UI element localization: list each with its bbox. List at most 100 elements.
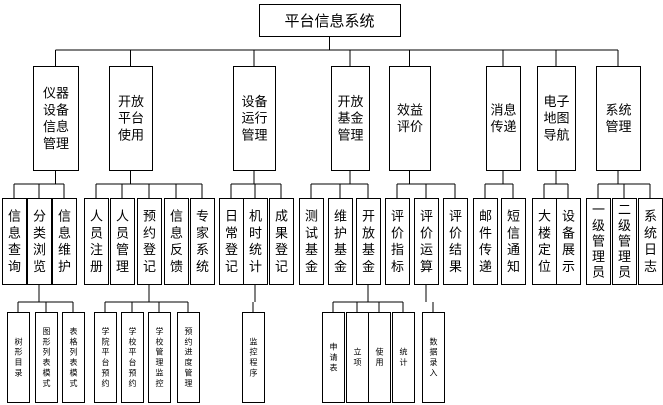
detail-label-char: 监 (156, 368, 164, 378)
subfunction-node: 预约登记 (137, 198, 162, 285)
subfunction-label: 评价指标 (391, 209, 404, 275)
subfunction-label-char: 息 (170, 225, 183, 241)
detail-label-char: 录 (430, 358, 438, 367)
subfunction-label-char: 基 (334, 243, 347, 258)
module-label: 系统管理 (605, 103, 631, 135)
detail-label-char: 管 (185, 368, 193, 378)
subfunction-label-char: 基 (305, 243, 318, 258)
subfunction-node-box (473, 198, 498, 285)
subfunction-label: 大楼定位 (538, 209, 551, 275)
subfunction-label-char: 预 (143, 209, 156, 224)
subfunction-label-char: 维 (58, 243, 71, 258)
subfunction-node-box (586, 198, 611, 285)
subfunction-label-char: 登 (225, 243, 238, 258)
module-label-line: 设备 (43, 102, 69, 118)
subfunction-label-char: 约 (143, 226, 156, 241)
subfunction-node-box (328, 198, 353, 285)
subfunction-label-char: 统 (196, 260, 209, 275)
detail-label-char: 平 (102, 348, 110, 357)
subfunction-node-box (2, 198, 27, 285)
detail-label-char: 项 (354, 358, 362, 367)
detail-node-box (148, 312, 171, 403)
module-label-line: 传递 (490, 120, 516, 135)
subfunction-node-box (556, 198, 581, 285)
subfunction-label-char: 指 (391, 243, 404, 258)
subfunction-label-char: 管 (116, 243, 129, 258)
detail-node-box (35, 312, 58, 403)
module-label-line: 开放 (337, 95, 363, 110)
subfunction-node: 成果登记 (269, 198, 294, 285)
detail-label-char: 格 (70, 336, 78, 346)
subfunction-label-char: 运 (420, 243, 433, 258)
detail-label-char: 图 (43, 327, 51, 336)
subfunction-label-char: 一 (592, 203, 605, 218)
subfunction-node-box (164, 198, 189, 285)
subfunction-label-char: 价 (449, 226, 462, 241)
subfunction-node-box (443, 198, 468, 285)
subfunction-node-box (27, 198, 52, 285)
subfunction-node: 维护基金 (328, 198, 353, 285)
subfunction-node-box (612, 198, 637, 285)
subfunction-label-char: 家 (196, 225, 209, 241)
diagram-nodes: 平台信息系统仪器设备信息管理信息查询分类浏览树形目录图形列表模式表格列表模式信息… (2, 4, 663, 403)
subfunction-label-char: 评 (420, 209, 433, 224)
module-node: 仪器设备信息管理 (33, 66, 79, 171)
module-node-box (233, 66, 276, 171)
module-label-line: 评价 (397, 120, 423, 135)
detail-label-char: 管 (156, 347, 164, 357)
subfunction-label-char: 馈 (170, 260, 183, 275)
subfunction-label-char: 息 (58, 225, 71, 241)
subfunction-label-char: 员 (116, 226, 129, 241)
detail-label-char: 表 (70, 326, 78, 336)
subfunction-label-char: 息 (8, 225, 21, 241)
subfunction-label-char: 记 (225, 260, 238, 275)
module-label-line: 导航 (543, 128, 569, 144)
subfunction-label-char: 理 (592, 250, 605, 265)
subfunction-label: 维护基金 (334, 209, 347, 275)
subfunction-label-char: 分 (33, 209, 46, 224)
detail-label-char: 监 (250, 336, 258, 346)
detail-label-char: 度 (185, 357, 193, 367)
detail-label-char: 台 (102, 357, 110, 367)
module-node-box (331, 66, 370, 171)
subfunction-label-char: 测 (305, 209, 318, 224)
subfunction-label-char: 册 (90, 260, 103, 275)
subfunction-node-box (269, 198, 294, 285)
module-node-box (33, 66, 79, 171)
subfunction-label-char: 楼 (538, 226, 551, 241)
subfunction-node: 人员注册 (84, 198, 109, 285)
detail-label-char: 目 (15, 358, 23, 367)
detail-label-char: 约 (185, 336, 193, 346)
detail-label-char: 程 (250, 358, 258, 367)
detail-label: 监控程序 (250, 336, 258, 377)
detail-node: 学校管理监控 (148, 312, 171, 403)
subfunction-label-char: 金 (362, 259, 375, 275)
subfunction-label-char: 浏 (33, 242, 46, 258)
detail-label-char: 约 (129, 378, 137, 388)
module-node: 开放平台使用 (109, 66, 153, 171)
detail-label: 学院平台预约 (102, 326, 110, 388)
subfunction-node: 分类浏览 (27, 198, 52, 285)
subfunction-label-char: 志 (644, 260, 657, 275)
subfunction-node: 信息查询 (2, 198, 27, 285)
subfunction-label: 信息反馈 (170, 209, 183, 275)
subfunction-node: 一级管理员 (586, 198, 611, 285)
subfunction-label-char: 备 (562, 225, 575, 241)
subfunction-node-box (414, 198, 439, 285)
detail-label-char: 校 (129, 336, 137, 346)
subfunction-label-char: 计 (249, 260, 262, 275)
subfunction-label-char: 日 (225, 209, 238, 224)
subfunction-label-char: 递 (479, 260, 492, 275)
module-node-box (596, 66, 641, 171)
subfunction-node-box (137, 198, 162, 285)
subfunction-node-box (52, 198, 77, 285)
subfunction-node: 评价结果 (443, 198, 468, 285)
subfunction-label-char: 护 (58, 260, 71, 275)
module-label: 开放平台使用 (118, 95, 144, 144)
module-label-line: 开放 (118, 95, 144, 110)
subfunction-label-char: 统 (644, 226, 657, 241)
subfunction-node-box (110, 198, 135, 285)
subfunction-label: 分类浏览 (33, 209, 46, 275)
subfunction-label: 预约登记 (143, 209, 156, 275)
root-node-box (259, 4, 401, 37)
